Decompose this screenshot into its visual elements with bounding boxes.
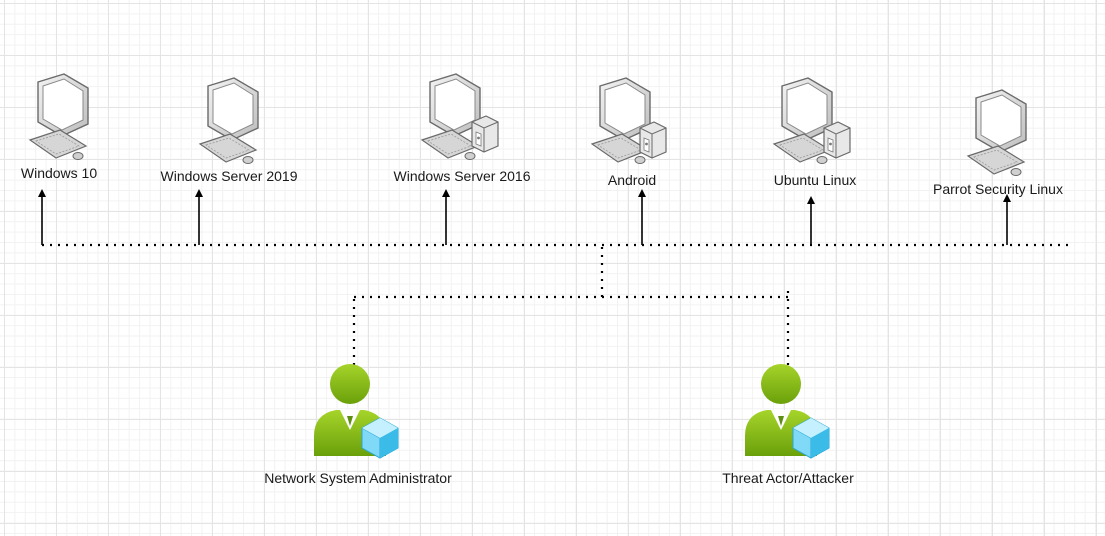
desktop-computer-icon <box>967 89 1027 177</box>
desktop-computer-icon <box>29 73 89 161</box>
node-label-parrot-security-linux: Parrot Security Linux <box>933 181 1063 197</box>
node-label-ubuntu-linux: Ubuntu Linux <box>773 172 857 188</box>
node-label-windows-10: Windows 10 <box>20 165 98 181</box>
server-workstation-icon <box>773 77 851 165</box>
arrows <box>38 189 1011 245</box>
desktop-computer-icon <box>199 77 259 165</box>
user-with-cube-icon <box>314 364 399 459</box>
node-label-windows-server-2019: Windows Server 2019 <box>160 168 298 184</box>
actor-label-threat-actor-attacker: Threat Actor/Attacker <box>722 470 854 486</box>
server-workstation-icon <box>421 73 499 161</box>
actor-label-network-system-administrator: Network System Administrator <box>264 470 452 486</box>
node-label-windows-server-2016: Windows Server 2016 <box>393 168 531 184</box>
user-with-cube-icon <box>745 364 830 459</box>
connectors <box>42 243 1070 375</box>
node-label-android: Android <box>607 172 657 188</box>
server-workstation-icon <box>591 77 667 165</box>
